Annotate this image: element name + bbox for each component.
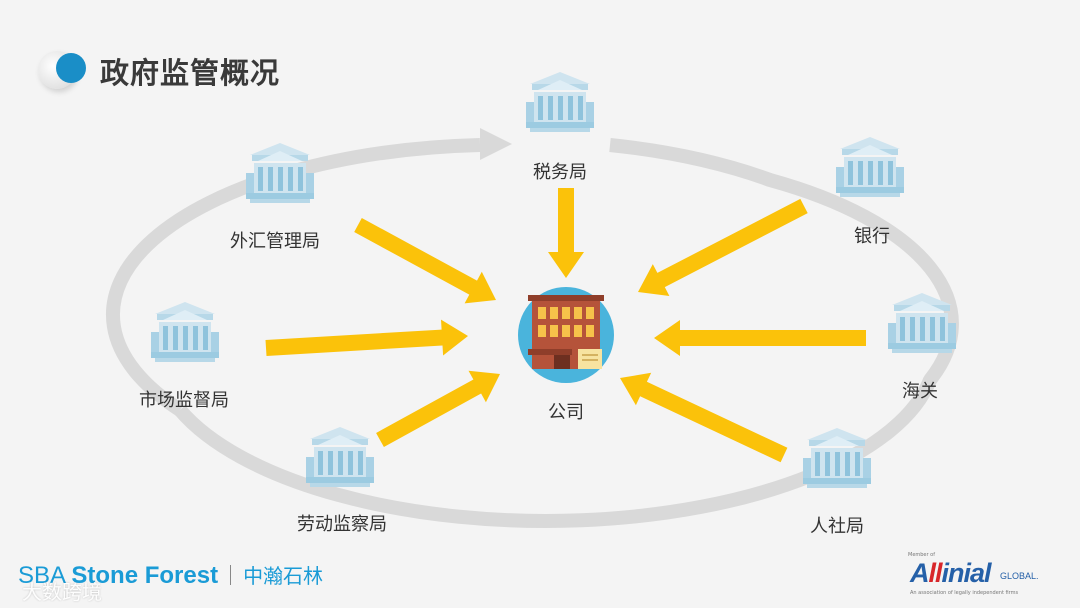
government-building-icon-social [803,428,871,488]
brand-cn: 中瀚石林 [243,564,324,588]
label-tax: 税务局 [533,162,587,183]
watermark: 大数跨境 [22,576,102,605]
government-building-icon-tax [526,72,594,132]
label-social: 人社局 [810,516,864,537]
ring-arrowhead [480,128,512,160]
company-icon [518,287,614,383]
partner-a: A [910,558,929,588]
label-forex: 外汇管理局 [230,231,320,252]
partner-logo: Member of Allinial GLOBAL. An associatio… [908,552,1058,596]
partner-global: GLOBAL. [1000,571,1039,581]
partner-member-text: Member of [908,552,935,558]
partner-inial: inial [941,558,992,588]
arrow-tax-to-company [548,188,584,278]
title-bullet-icon [56,53,86,83]
arrow-market-to-company [265,319,468,356]
arrow-customs-to-company [654,320,866,356]
arrow-bank-to-company [638,198,808,296]
partner-ll: ll [928,558,943,588]
government-building-icon-forex [246,143,314,203]
partner-subtext: An association of legally independent fi… [910,590,1019,596]
brand-divider [230,565,232,585]
brand-logo: SBA Stone Forest 中瀚石林 [18,560,323,590]
label-market: 市场监督局 [139,390,229,411]
buildings-layer [151,72,956,488]
partner-wordmark: Allinial [910,558,992,589]
arrow-labor-to-company [376,370,500,447]
brand-stone-forest: Stone Forest [71,562,219,589]
page-title: 政府监管概况 [100,56,281,90]
government-building-icon-labor [306,427,374,487]
watermark-text: 大数跨境 [22,580,102,604]
label-bank: 银行 [854,226,890,247]
label-company: 公司 [548,402,584,423]
arrow-forex-to-company [354,218,496,304]
government-building-icon-market [151,302,219,362]
brand-sba: SBA [18,562,65,589]
arrows-layer [265,188,866,463]
arrow-social-to-company [620,372,788,463]
government-building-icon-bank [836,137,904,197]
label-customs: 海关 [902,381,938,402]
label-labor: 劳动监察局 [297,514,387,535]
